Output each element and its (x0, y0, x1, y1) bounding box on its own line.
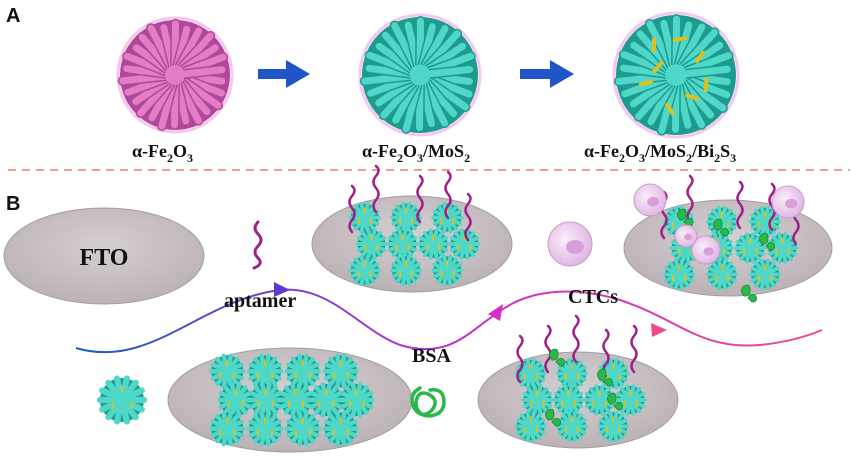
nanosphere (338, 382, 375, 418)
aptamer-strand-icon (416, 174, 424, 224)
fto-electrode (3, 207, 205, 305)
nanosphere (247, 382, 284, 418)
nanosphere (355, 228, 388, 260)
nanosphere (749, 205, 781, 238)
nanosphere (348, 254, 381, 287)
nanosphere (514, 410, 547, 443)
ctc-cell-icon (547, 221, 593, 267)
nanosphere (614, 384, 647, 416)
aptamer-strand-icon (686, 174, 694, 224)
nanosphere (209, 353, 246, 390)
composite-sphere (96, 375, 148, 425)
nanosphere (322, 353, 359, 390)
aptamer-strand-icon (348, 184, 356, 234)
nanosphere (390, 201, 422, 234)
nanosphere (246, 410, 284, 447)
bsa-protein-icon (713, 218, 729, 237)
bsa-protein-icon (597, 368, 613, 387)
nanosphere (322, 410, 359, 447)
aptamer-strand-icon (602, 328, 610, 378)
aptamer-strand-icon (444, 170, 452, 220)
curve-arrowhead-icon (274, 282, 290, 297)
nanosphere (386, 228, 419, 260)
fe2o3-mos2-bi2s3-label: α-Fe2O3/MoS2/Bi2S3 (584, 141, 736, 165)
fto-label: FTO (80, 245, 129, 271)
arrow-icon (258, 60, 310, 88)
nanosphere (597, 410, 630, 443)
nanosphere (431, 201, 464, 234)
nanosphere (348, 201, 381, 234)
nanosphere (521, 384, 554, 416)
bsa-label: BSA (412, 345, 451, 367)
aptamer-strand-icon (736, 180, 744, 230)
plate-spheres (514, 314, 647, 443)
nanosphere (390, 254, 422, 287)
aptamer-strand-icon (516, 334, 524, 384)
nanosphere (284, 353, 322, 390)
ctcs-label: CTCs (568, 286, 618, 308)
curve-arrowhead-icon (488, 304, 503, 321)
nanosphere (277, 382, 315, 418)
aptamer-strand-icon (464, 192, 472, 242)
ctc-cell-icon (691, 235, 721, 265)
aptamer-strand-icon (572, 314, 580, 364)
bsa-protein-icon (607, 392, 623, 411)
bsa-protein-icon (410, 386, 446, 418)
process-curve (75, 288, 823, 354)
fe2o3-mos2-label: α-Fe2O3/MoS2 (362, 141, 470, 165)
plate-spheres (633, 174, 805, 303)
nanosphere (514, 357, 547, 390)
ctc-cell-icon (674, 224, 698, 248)
bsa-protein-icon (549, 348, 565, 367)
bsa-protein-icon (759, 232, 775, 251)
ctc-cell-icon (771, 185, 805, 219)
nanosphere (308, 382, 345, 418)
bsa-protein-icon (545, 408, 561, 427)
panel-b-label: B (6, 193, 20, 215)
curve-arrowhead-icon (651, 323, 667, 337)
nanosphere (217, 382, 254, 418)
nanosphere (766, 232, 799, 264)
aptamer-strand-icon (544, 324, 552, 374)
fe2o3-mos2-bi2s3-sphere (612, 11, 740, 139)
aptamer-strand-icon (630, 324, 638, 374)
nanosphere (431, 254, 464, 287)
bsa-protein-icon (741, 284, 757, 303)
nanosphere (552, 384, 585, 416)
aptamer-strand-icon (252, 220, 263, 270)
nanosphere (749, 258, 781, 291)
nanosphere (417, 228, 450, 260)
plate-spheres (209, 353, 375, 447)
nanosphere (706, 258, 738, 291)
nanosphere (556, 410, 588, 443)
nanosphere (284, 410, 322, 447)
fe2o3-mos2-sphere (358, 13, 482, 137)
aptamer-strand-icon (372, 164, 380, 214)
nanosphere (246, 353, 284, 390)
fe2o3-sphere (116, 16, 234, 134)
plate-spheres (348, 164, 481, 287)
ctc-cell-icon (633, 183, 667, 217)
fe2o3-label: α-Fe2O3 (132, 141, 193, 165)
arrow-icon (520, 60, 574, 88)
nanosphere (663, 258, 695, 291)
nanosphere (209, 410, 246, 447)
aptamer-label: aptamer (224, 290, 296, 312)
nanosphere (96, 375, 148, 425)
panel-a-label: A (6, 5, 20, 27)
nanosphere (734, 232, 767, 264)
